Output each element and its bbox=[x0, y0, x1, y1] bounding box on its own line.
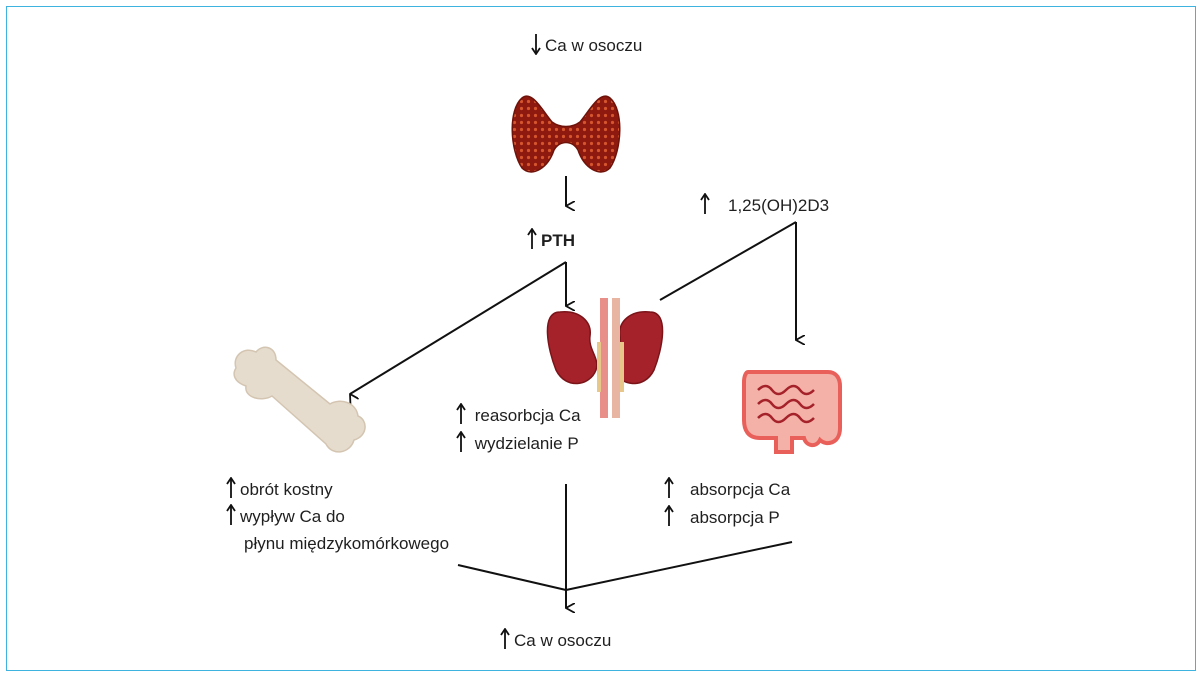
up-arrow-icon bbox=[500, 628, 510, 650]
intestine-effect-2-text: absorpcja P bbox=[690, 508, 780, 527]
line-vitd-to-kidney bbox=[660, 222, 796, 300]
up-arrow-icon bbox=[664, 505, 674, 527]
up-arrow-icon bbox=[226, 477, 236, 499]
thyroid-gland-icon bbox=[512, 96, 620, 172]
up-arrow-icon bbox=[456, 431, 466, 453]
top-label-text: Ca w osoczu bbox=[545, 36, 642, 55]
bone-effect-2-cont: płynu międzykomórkowego bbox=[226, 530, 449, 557]
up-arrow-icon bbox=[700, 193, 710, 215]
vitamin-d-text: 1,25(OH)2D3 bbox=[728, 196, 829, 215]
line-bone-to-bottom bbox=[458, 565, 566, 590]
up-arrow-icon bbox=[527, 228, 537, 250]
up-arrow-icon bbox=[226, 504, 236, 526]
arrow-pth-to-bone bbox=[350, 262, 566, 394]
kidney-effect-1-text: reasorbcja Ca bbox=[475, 406, 581, 425]
intestine-effect-1: absorpcja Ca bbox=[664, 476, 790, 504]
intestine-effects: absorpcja Ca absorpcja P bbox=[664, 476, 790, 532]
bone-effect-1: obrót kostny bbox=[226, 476, 449, 503]
kidney-effects: reasorbcja Ca wydzielanie P bbox=[456, 402, 581, 458]
kidney-effect-2: wydzielanie P bbox=[456, 430, 581, 458]
bone-icon bbox=[234, 347, 365, 452]
kidney-effect-2-text: wydzielanie P bbox=[475, 434, 579, 453]
kidneys-icon bbox=[547, 298, 662, 418]
bone-effect-3-text: płynu międzykomórkowego bbox=[244, 534, 449, 553]
pth-text: PTH bbox=[541, 231, 575, 250]
bone-effects: obrót kostny wypływ Ca do płynu międzyko… bbox=[226, 476, 449, 557]
top-plasma-calcium-label: Ca w osoczu bbox=[531, 33, 642, 58]
intestine-effect-1-text: absorpcja Ca bbox=[690, 480, 790, 499]
bone-effect-1-text: obrót kostny bbox=[240, 480, 333, 499]
bottom-plasma-calcium-label: Ca w osoczu bbox=[500, 628, 611, 653]
intestine-icon bbox=[744, 372, 840, 452]
kidney-effect-1: reasorbcja Ca bbox=[456, 402, 581, 430]
down-arrow-icon bbox=[531, 33, 541, 55]
pth-label: PTH bbox=[527, 228, 575, 253]
vitamin-d-label: 1,25(OH)2D3 bbox=[700, 193, 829, 218]
bottom-label-text: Ca w osoczu bbox=[514, 631, 611, 650]
intestine-effect-2: absorpcja P bbox=[664, 504, 790, 532]
bone-effect-2: wypływ Ca do bbox=[226, 503, 449, 530]
up-arrow-icon bbox=[664, 477, 674, 499]
up-arrow-icon bbox=[456, 403, 466, 425]
bone-effect-2-text: wypływ Ca do bbox=[240, 507, 345, 526]
line-intestine-to-bottom bbox=[566, 542, 792, 590]
